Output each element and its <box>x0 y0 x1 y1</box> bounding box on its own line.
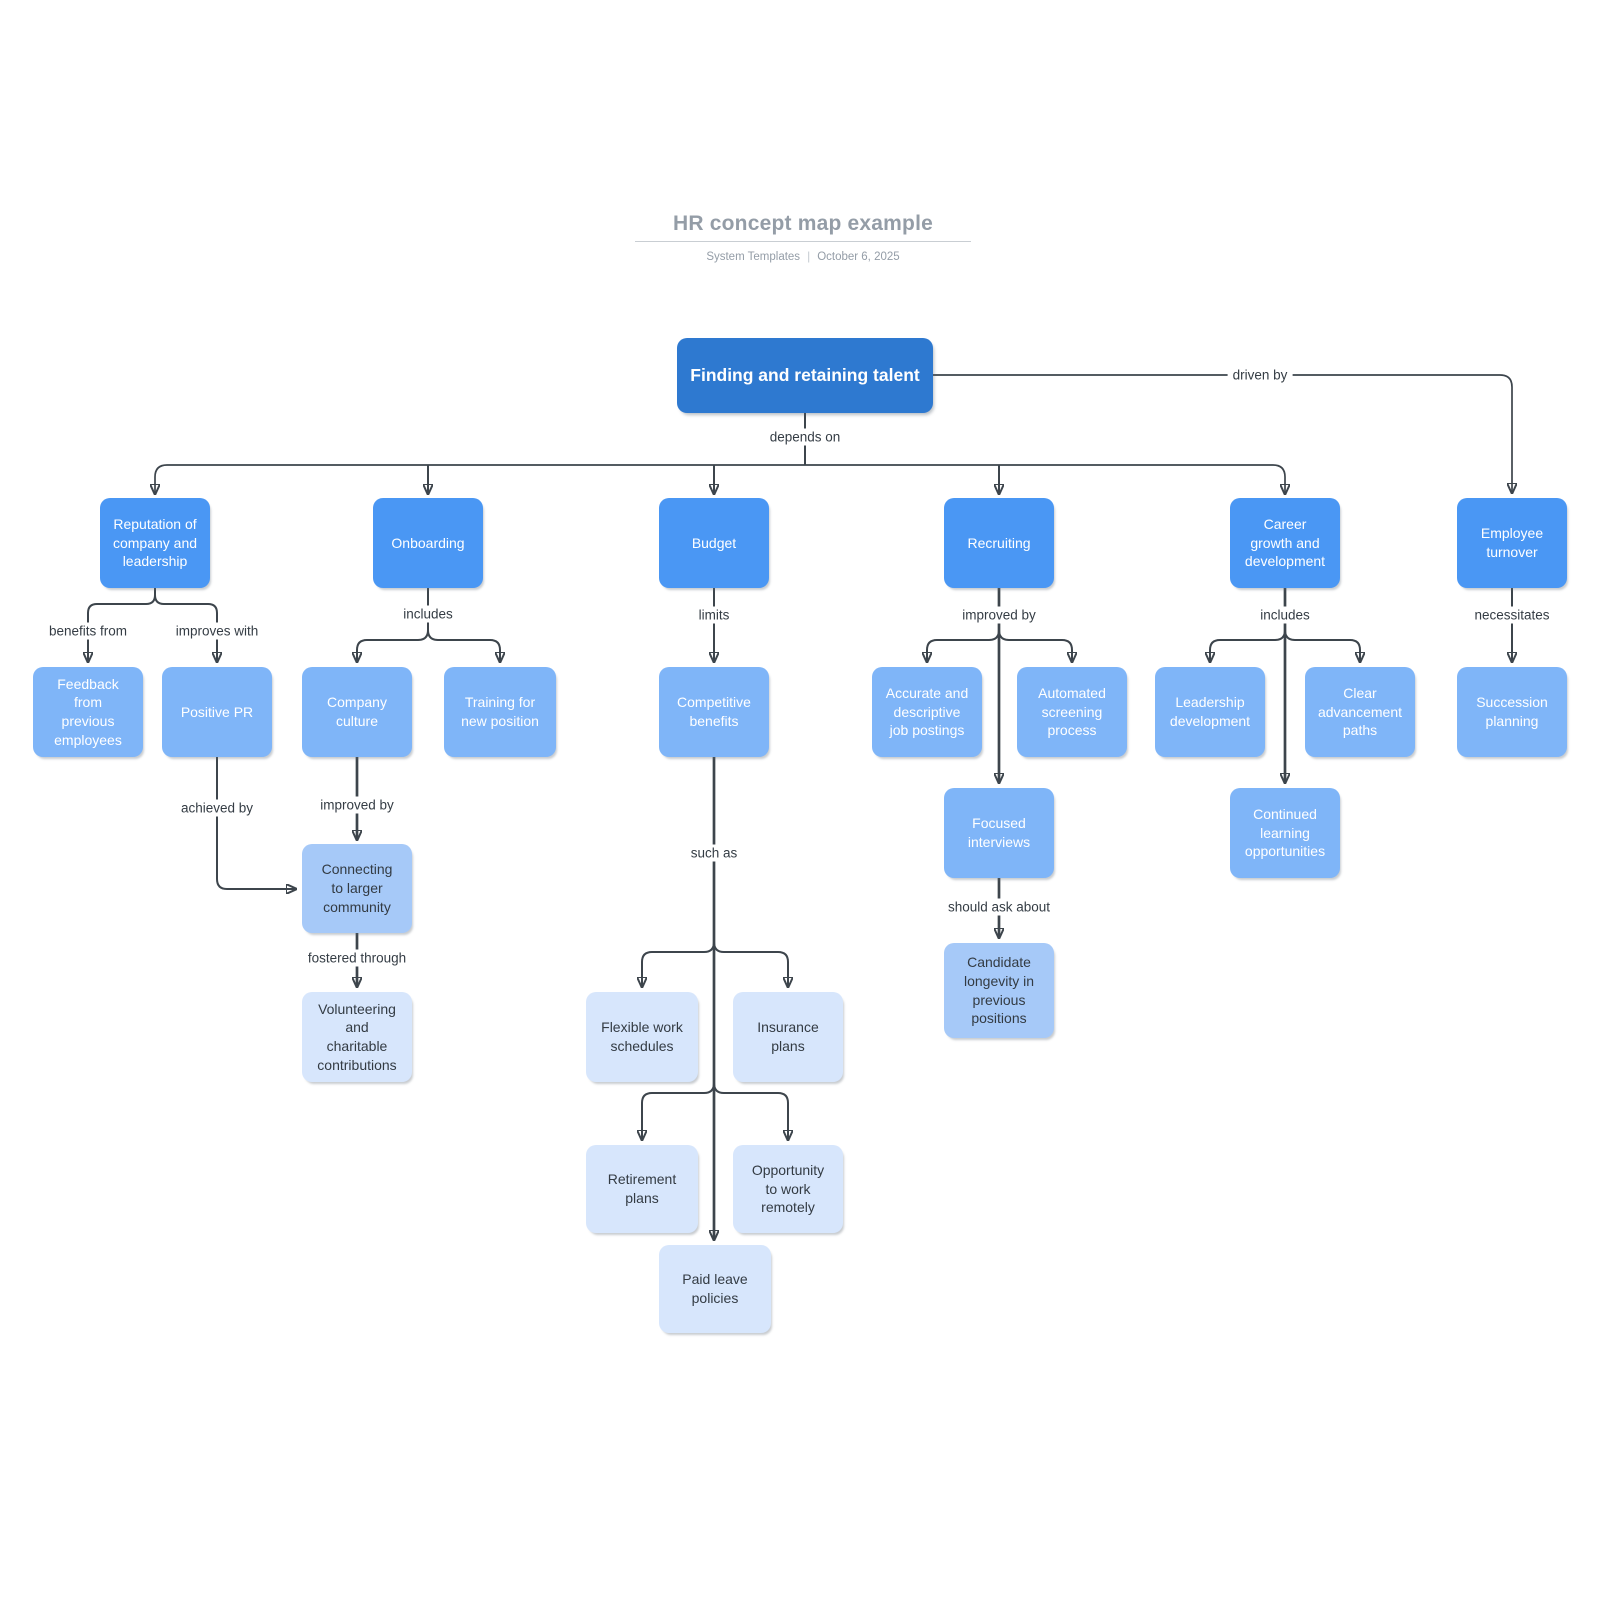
edge-onboarding-culture <box>357 588 429 661</box>
node-accurate-postings[interactable]: Accurate and descriptive job postings <box>872 667 982 757</box>
edge-career-clear-paths <box>1284 588 1360 661</box>
node-insurance-plans[interactable]: Insurance plans <box>733 992 843 1082</box>
author-label: System Templates <box>706 251 801 263</box>
edge-label-limits: limits <box>693 606 735 624</box>
edge-label-improved-by-culture: improved by <box>315 796 399 814</box>
node-continued-learning[interactable]: Continued learning opportunities <box>1230 788 1340 878</box>
node-reputation[interactable]: Reputation of company and leadership <box>100 498 210 588</box>
node-training[interactable]: Training for new position <box>444 667 556 757</box>
edge-label-necessitates: necessitates <box>1469 606 1555 624</box>
node-feedback[interactable]: Feedback from previous employees <box>33 667 143 757</box>
edge-career-leadership <box>1210 588 1286 661</box>
node-retirement-plans[interactable]: Retirement plans <box>586 1145 698 1233</box>
node-focused-interviews[interactable]: Focused interviews <box>944 788 1054 878</box>
edge-benefits-insurance <box>713 941 788 986</box>
node-root[interactable]: Finding and retaining talent <box>677 338 933 413</box>
edge-recruiting-automated <box>998 588 1072 661</box>
edge-label-fostered-through: fostered through <box>302 949 412 967</box>
node-employee-turnover[interactable]: Employee turnover <box>1457 498 1567 588</box>
node-competitive-benefits[interactable]: Competitive benefits <box>659 667 769 757</box>
node-candidate-longevity[interactable]: Candidate longevity in previous position… <box>944 943 1054 1038</box>
edge-reputation-positive-pr <box>154 588 217 661</box>
node-budget[interactable]: Budget <box>659 498 769 588</box>
edge-label-improved-by-recruiting: improved by <box>957 606 1041 624</box>
node-company-culture[interactable]: Company culture <box>302 667 412 757</box>
node-clear-paths[interactable]: Clear advancement paths <box>1305 667 1415 757</box>
node-succession[interactable]: Succession planning <box>1457 667 1567 757</box>
node-connecting-community[interactable]: Connecting to larger community <box>302 844 412 933</box>
edge-label-such-as: such as <box>685 844 743 862</box>
node-recruiting[interactable]: Recruiting <box>944 498 1054 588</box>
node-automated-screening[interactable]: Automated screening process <box>1017 667 1127 757</box>
node-positive-pr[interactable]: Positive PR <box>162 667 272 757</box>
edge-label-benefits-from: benefits from <box>43 622 133 640</box>
edge-label-driven-by: driven by <box>1227 366 1293 384</box>
node-leadership-dev[interactable]: Leadership development <box>1155 667 1265 757</box>
node-paid-leave[interactable]: Paid leave policies <box>659 1245 771 1333</box>
node-flexible-work[interactable]: Flexible work schedules <box>586 992 698 1082</box>
edge-label-improves-with: improves with <box>170 622 264 640</box>
edge-onboarding-training <box>427 588 500 661</box>
edge-label-includes-onboarding: includes <box>398 605 458 623</box>
edge-label-achieved-by: achieved by <box>175 799 259 817</box>
date-label: October 6, 2025 <box>817 251 900 263</box>
title-divider-line <box>635 241 971 242</box>
page-title: HR concept map example <box>673 212 933 235</box>
node-onboarding[interactable]: Onboarding <box>373 498 483 588</box>
edge-benefits-flexible <box>642 941 715 986</box>
edge-recruiting-accurate <box>927 588 1000 661</box>
title-subtitle: System Templates | October 6, 2025 <box>603 249 1003 263</box>
edge-label-includes-career: includes <box>1255 606 1315 624</box>
edge-label-should-ask-about: should ask about <box>942 898 1056 916</box>
edge-pr-connecting <box>216 757 295 889</box>
edge-label-depends-on: depends on <box>764 428 846 446</box>
edge-driven-by <box>933 374 1512 492</box>
edge-benefits-retirement <box>642 1082 715 1139</box>
subtitle-pipe: | <box>807 249 811 263</box>
edge-rail-right <box>805 464 1285 493</box>
node-work-remotely[interactable]: Opportunity to work remotely <box>733 1145 843 1233</box>
node-career-growth[interactable]: Career growth and development <box>1230 498 1340 588</box>
edge-rail-left <box>155 464 805 493</box>
node-volunteering[interactable]: Volunteering and charitable contribution… <box>302 992 412 1082</box>
title-block: HR concept map example System Templates |… <box>603 212 1003 263</box>
edge-benefits-remote <box>713 1082 788 1139</box>
